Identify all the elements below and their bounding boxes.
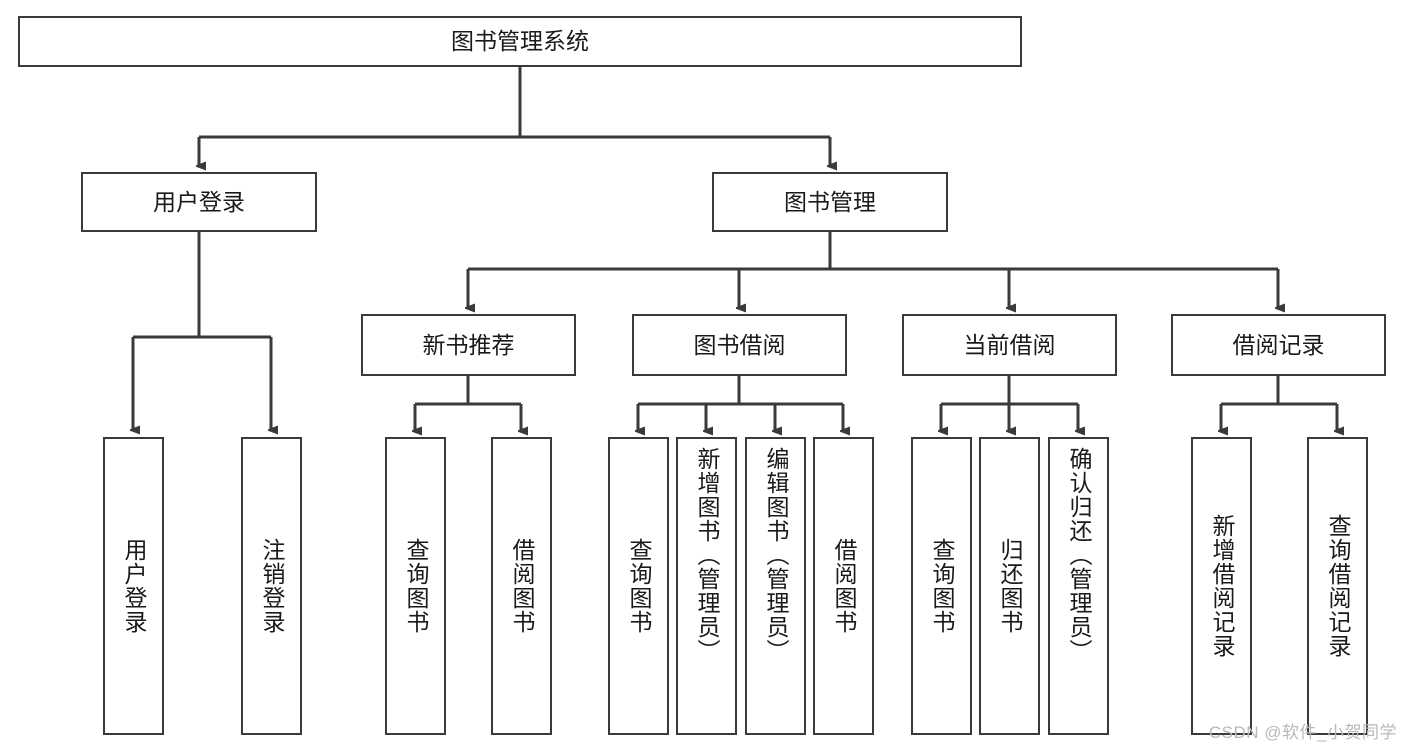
node-label: 查询图书 [929,538,955,634]
node-leaf-user-login[interactable]: 用户登录 [103,437,164,735]
node-leaf-query-book-3[interactable]: 查询图书 [911,437,972,735]
node-current-borrow[interactable]: 当前借阅 [902,314,1117,376]
node-label: 图书管理 [784,188,876,215]
node-label: 查询借阅记录 [1325,514,1351,658]
node-leaf-return-book[interactable]: 归还图书 [979,437,1040,735]
node-label: 图书借阅 [693,331,786,358]
node-leaf-confirm-return[interactable]: 确认归还（管理员） [1048,437,1109,735]
node-label: 图书管理系统 [451,28,589,55]
node-label: 新增借阅记录 [1209,514,1235,658]
node-label: 借阅图书 [509,538,535,634]
node-leaf-add-record[interactable]: 新增借阅记录 [1191,437,1252,735]
node-label: 确认归还（管理员） [1066,447,1092,663]
node-label: 借阅图书 [831,538,857,634]
node-label: 借阅记录 [1232,331,1325,358]
node-leaf-query-book-2[interactable]: 查询图书 [608,437,669,735]
node-leaf-borrow-book-2[interactable]: 借阅图书 [813,437,874,735]
node-label: 用户登录 [121,538,147,634]
node-leaf-query-record[interactable]: 查询借阅记录 [1307,437,1368,735]
node-label: 查询图书 [626,538,652,634]
node-leaf-query-book-1[interactable]: 查询图书 [385,437,446,735]
watermark-text: CSDN @软件_小贺同学 [1208,723,1397,742]
node-leaf-logout-login[interactable]: 注销登录 [241,437,302,735]
node-label: 归还图书 [997,538,1023,634]
node-leaf-borrow-book-1[interactable]: 借阅图书 [491,437,552,735]
node-book-management[interactable]: 图书管理 [712,172,948,232]
node-leaf-edit-book[interactable]: 编辑图书（管理员） [745,437,806,735]
node-label: 注销登录 [259,538,285,634]
node-borrow-record[interactable]: 借阅记录 [1171,314,1386,376]
node-leaf-add-book[interactable]: 新增图书（管理员） [676,437,737,735]
node-label: 用户登录 [153,188,245,215]
node-label: 编辑图书（管理员） [763,447,789,663]
node-label: 新书推荐 [422,331,515,358]
node-root-system[interactable]: 图书管理系统 [18,16,1022,67]
node-user-login[interactable]: 用户登录 [81,172,317,232]
node-label: 查询图书 [403,538,429,634]
node-label: 当前借阅 [963,331,1056,358]
node-new-book-recommend[interactable]: 新书推荐 [361,314,576,376]
node-label: 新增图书（管理员） [694,447,720,663]
node-book-borrow[interactable]: 图书借阅 [632,314,847,376]
